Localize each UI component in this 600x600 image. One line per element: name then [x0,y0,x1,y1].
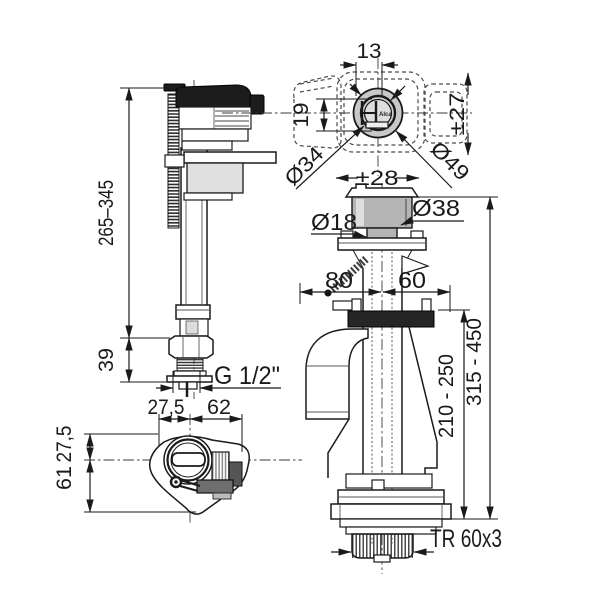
dim-height-total-range: 315 - 450 [463,318,486,406]
flush-button-cap [344,183,420,198]
dim-topview-depth-bottom: 61 [53,466,76,490]
dimension-annotations: 265–345 39 G 1/2" 27,5 62 27,5 61 13 19 … [53,40,502,556]
dim-button-vertical-adjust: ±27 [446,93,469,136]
fill-valve-top-view [84,414,302,524]
dim-button-slot-width: 13 [357,40,382,63]
hidden-flush-valve-outline [336,71,426,153]
dim-flush-thread: TR 60x3 [430,525,502,553]
dim-fill-shank-length: 39 [95,348,118,372]
fill-valve-clamp [196,479,234,494]
fill-valve-head-cap [175,84,254,109]
button-top-view: Alca [222,58,472,176]
dim-stem-diameter: Ø18 [311,209,357,235]
dim-topview-depth-top: 27,5 [53,426,76,463]
dim-button-outer-diameter: Ø49 [426,137,474,185]
flush-valve-gasket [347,310,435,328]
dim-fill-thread: G 1/2" [214,362,280,390]
dim-button-slot-height: 19 [290,103,313,128]
fill-valve-float-chamber [186,162,244,194]
flush-valve-base-flange [330,503,452,520]
fill-valve-nut [168,335,214,359]
hidden-bracket-outline [423,83,468,144]
dim-cap-diameter: Ø38 [412,195,460,221]
dim-height-inner-range: 210 - 250 [435,354,458,438]
flush-valve-thread [351,533,414,559]
dim-offset-right: 60 [398,267,426,293]
flush-overflow-elbow [305,328,369,420]
dim-topview-width-left: 27,5 [148,396,185,419]
dim-button-horizontal-adjust: ±28 [356,167,399,190]
dim-topview-width-right: 62 [207,396,231,419]
fill-valve-side-view [163,80,277,399]
fill-valve-top-slot [171,452,206,467]
dim-fill-height: 265–345 [95,180,118,246]
flush-lever [401,255,430,275]
dim-offset-left: 80 [325,267,353,293]
dim-button-inner-diameter: Ø34 [280,142,328,190]
flush-valve-side-view [305,183,452,574]
brand-mark: Alca [379,112,392,118]
hidden-fill-valve-outline [293,75,342,149]
